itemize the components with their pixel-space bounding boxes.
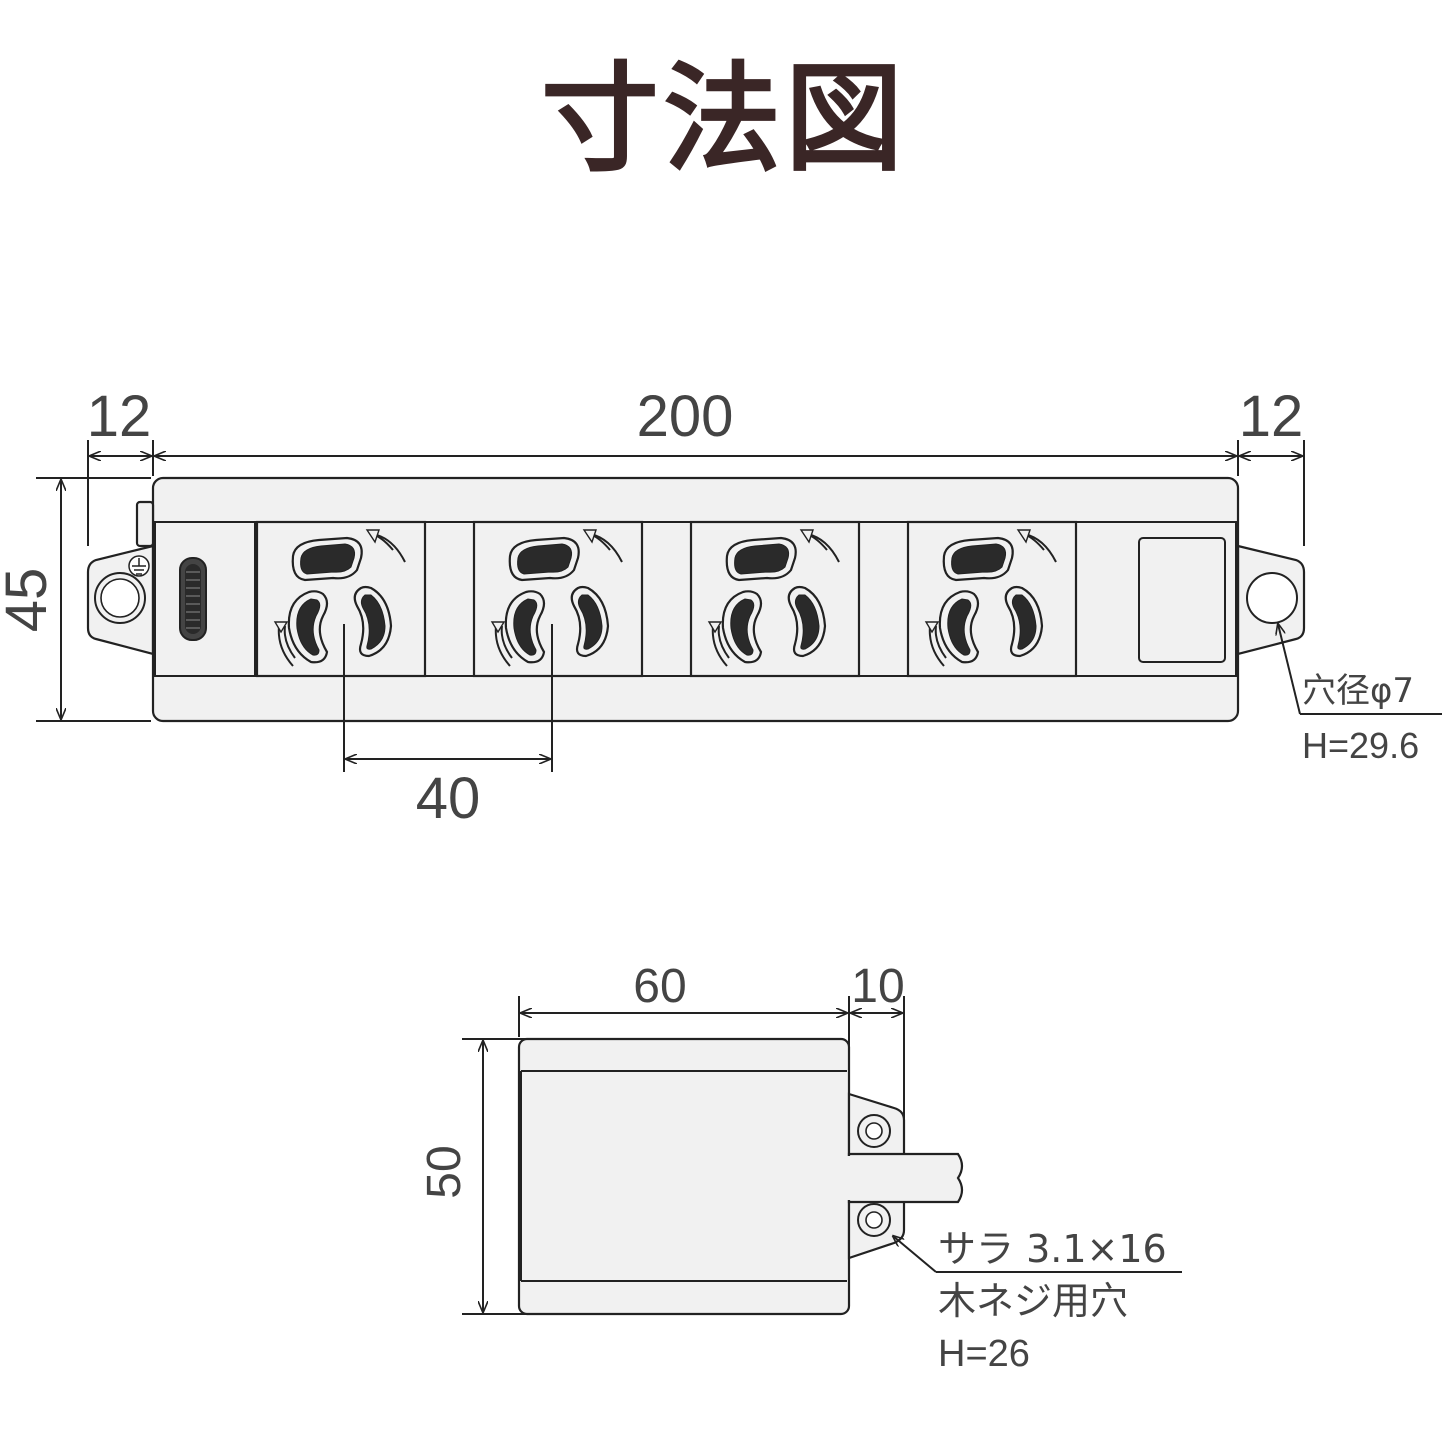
outlet	[689, 520, 861, 678]
side-tab	[135, 500, 155, 548]
ground-icon	[128, 555, 150, 577]
dim-side-height: 50	[418, 1145, 471, 1198]
outlet	[472, 520, 644, 678]
top-view: 12 200 12 45 40 穴径φ7 H=29.6	[0, 384, 1442, 831]
side-body	[517, 1037, 851, 1316]
outlet	[255, 520, 427, 678]
label-panel	[1138, 537, 1226, 663]
outlet	[906, 520, 1078, 678]
screw-note-purpose: 木ネジ用穴	[938, 1279, 1128, 1323]
dim-left-tab: 12	[87, 384, 152, 449]
dim-right-tab: 12	[1239, 384, 1304, 449]
screw-note-spec: サラ 3.1×16	[938, 1227, 1167, 1271]
dim-pitch: 40	[416, 766, 481, 831]
dim-height: 45	[0, 568, 59, 633]
page-title: 寸法図	[540, 50, 907, 188]
dim-side-tab: 10	[851, 960, 904, 1013]
hole-note-height: H=29.6	[1302, 725, 1419, 766]
dim-length: 200	[637, 384, 734, 449]
screw-note-height: H=26	[938, 1333, 1030, 1375]
hole-note-diameter: 穴径φ7	[1302, 671, 1414, 711]
dim-side-width: 60	[633, 960, 686, 1013]
right-mounting-hole	[1246, 572, 1298, 624]
side-view: 60 10 50 サラ 3.1×16 木ネジ用穴 H=26	[418, 960, 1182, 1375]
power-cord	[847, 1152, 964, 1204]
